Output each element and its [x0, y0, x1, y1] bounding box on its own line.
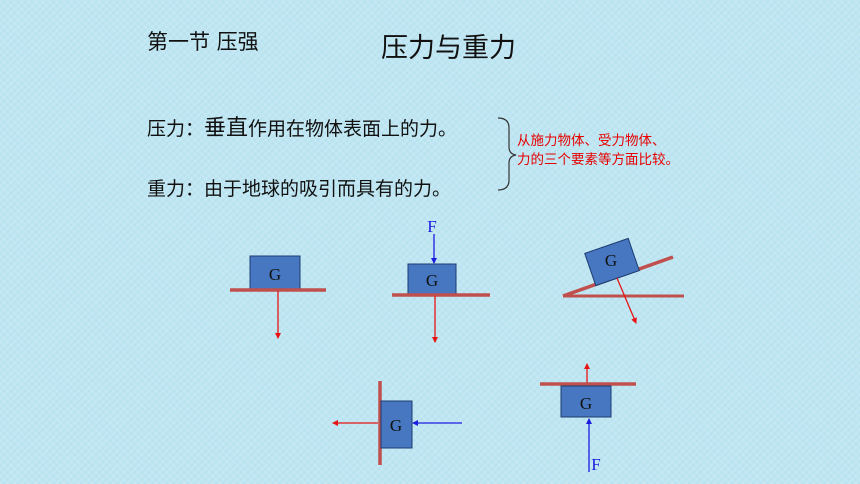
gravity-definition: 重力：由于地球的吸引而具有的力。 — [147, 178, 452, 200]
block-label: G — [426, 271, 438, 290]
section-title: 第一节 压强 — [147, 30, 259, 54]
force-label: F — [427, 217, 436, 236]
diagram-incline: G — [562, 237, 684, 324]
page-title: 压力与重力 — [381, 33, 516, 64]
block — [560, 385, 612, 418]
block — [380, 400, 413, 449]
pressure-definition-rest: 作用在物体表面上的力。 — [248, 118, 458, 140]
comparison-note-line-1: 从施力物体、受力物体、 — [517, 133, 666, 149]
force-label: F — [591, 455, 600, 474]
comparison-note: 从施力物体、受力物体、 力的三个要素等方面比较。 — [517, 132, 679, 170]
diagram-ceiling: G F — [540, 363, 636, 474]
comparison-note-line-2: 力的三个要素等方面比较。 — [517, 152, 679, 168]
diagram-horizontal-pressed: F G — [392, 217, 490, 343]
block-label: G — [580, 394, 592, 413]
block-label: G — [605, 251, 617, 270]
block-label: G — [390, 416, 402, 435]
block — [249, 255, 301, 290]
block-label: G — [269, 265, 281, 284]
pressure-emphasis: 垂直 — [204, 116, 249, 141]
block — [407, 263, 457, 295]
pressure-label: 压力： — [147, 118, 205, 140]
pressure-definition: 压力：垂直作用在物体表面上的力。 — [147, 110, 457, 142]
diagram-vertical-wall: G — [332, 381, 462, 465]
gravity-arrow — [616, 277, 637, 324]
diagram-horizontal-gravity: G — [230, 255, 326, 339]
